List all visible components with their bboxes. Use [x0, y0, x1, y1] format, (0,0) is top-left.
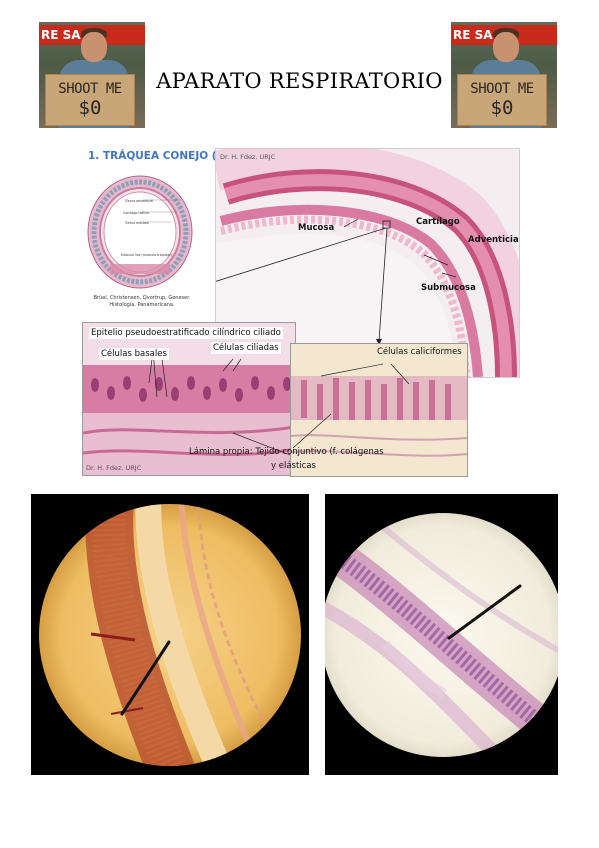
micrograph-illustration: [325, 513, 558, 757]
photo-person-head: [493, 32, 519, 62]
label-lamina-propia-cont: y elásticas: [271, 461, 316, 471]
label-mucosa: Mucosa: [298, 223, 335, 233]
micrograph-low-power: [31, 494, 309, 775]
diagram-label: Túnica mucosa: [124, 221, 149, 225]
label-adventicia: Adventicia: [468, 235, 519, 245]
label-epitelio: Epitelio pseudoestratificado cilíndrico …: [89, 327, 283, 339]
panel-credit: Dr. H. Fdez. URJC: [220, 153, 276, 161]
photo-sign: SHOOT ME $0: [45, 74, 135, 126]
sign-line-2: $0: [490, 97, 514, 119]
photo-left: RE SA SHOOT ME $0: [39, 22, 145, 128]
sign-line-1: SHOOT ME: [470, 81, 534, 97]
goblet-illustration: [291, 344, 467, 476]
trachea-diagram: Túnica adventicia Cartílago hialino Túni…: [87, 175, 193, 289]
label-cartilago: Cartílago: [416, 217, 460, 227]
reference-text: Brüel, Christensen, Qvortrup, Geneser. H…: [93, 295, 191, 308]
label-celulas-basales: Células basales: [99, 348, 169, 360]
diagram-label: Túnica adventicia: [124, 199, 153, 203]
inset-goblet-cells: Células caliciformes: [290, 343, 468, 477]
section-title: 1. TRÁQUEA CONEJO (HE): [88, 150, 238, 162]
label-celulas-caliciformes: Células caliciformes: [377, 347, 462, 357]
inset-epithelium: Epitelio pseudoestratificado cilíndrico …: [82, 322, 296, 476]
diagram-label: Músculo liso (músculo traqueal): [121, 253, 172, 257]
label-submucosa: Submucosa: [421, 283, 476, 293]
tissue-illustration: [216, 149, 519, 377]
histology-panel-trachea: Dr. H. Fdez. URJC Mucosa Cartílago Adven…: [215, 148, 520, 378]
label-lamina-propia: Lámina propia: Tejido conjuntivo (f. col…: [189, 447, 384, 457]
trachea-figure: 1. TRÁQUEA CONEJO (HE) Túnica adventicia…: [79, 146, 520, 477]
label-celulas-ciliadas: Células ciliadas: [211, 342, 281, 354]
diagram-label: Cartílago hialino: [123, 211, 149, 215]
photo-sign: SHOOT ME $0: [457, 74, 547, 126]
micrograph-illustration: [39, 504, 301, 766]
sign-line-2: $0: [78, 97, 102, 119]
inset-credit: Dr. H. Fdez. URJC: [86, 464, 142, 472]
micrograph-high-power: [325, 494, 558, 775]
photo-right: RE SA SHOOT ME $0: [451, 22, 557, 128]
photo-person-head: [81, 32, 107, 62]
sign-line-1: SHOOT ME: [58, 81, 122, 97]
page-title: APARATO RESPIRATORIO: [156, 69, 443, 93]
